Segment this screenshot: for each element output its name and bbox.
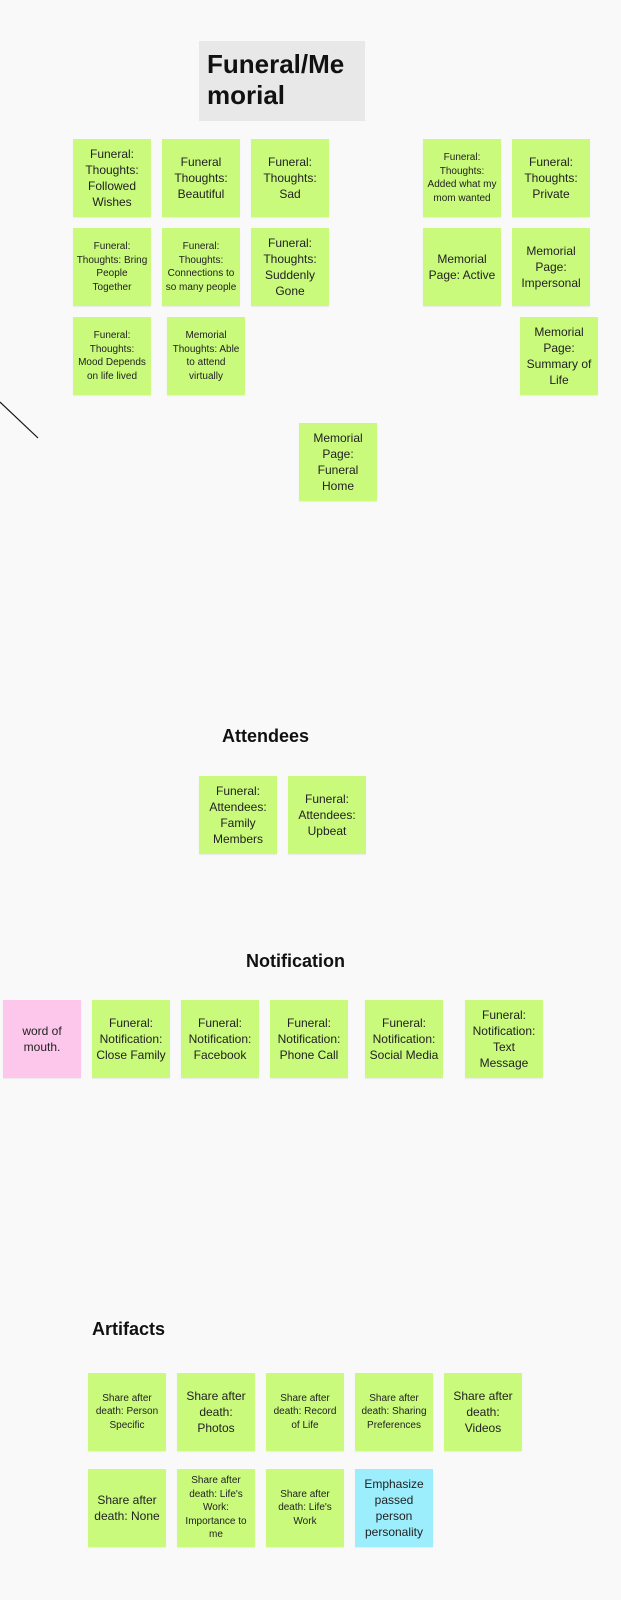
sticky-note[interactable]: Memorial Page: Funeral Home [299, 423, 377, 501]
sticky-note[interactable]: Share after death: Sharing Preferences [355, 1373, 433, 1451]
sticky-note[interactable]: Share after death: Photos [177, 1373, 255, 1451]
section-heading-artifacts[interactable]: Artifacts [92, 1319, 166, 1339]
sticky-note[interactable]: Funeral: Notification: Social Media [365, 1000, 443, 1078]
sticky-note[interactable]: Funeral: Thoughts: Mood Depends on life … [73, 317, 151, 395]
sticky-note[interactable]: Share after death: Life's Work: Importan… [177, 1469, 255, 1547]
sticky-note[interactable]: Share after death: Life's Work [266, 1469, 344, 1547]
sticky-note[interactable]: Share after death: Person Specific [88, 1373, 166, 1451]
sticky-note[interactable]: Funeral Thoughts: Beautiful [162, 139, 240, 217]
sticky-note[interactable]: Funeral: Thoughts: Connections to so man… [162, 228, 240, 306]
sticky-note[interactable]: Funeral: Attendees: Upbeat [288, 776, 366, 854]
sticky-note[interactable]: Funeral: Thoughts: Private [512, 139, 590, 217]
sticky-note[interactable]: Funeral: Notification: Close Family [92, 1000, 170, 1078]
pen-stroke [0, 401, 39, 439]
sticky-note[interactable]: Funeral: Attendees: Family Members [199, 776, 277, 854]
sticky-note[interactable]: Funeral: Notification: Text Message [465, 1000, 543, 1078]
sticky-note[interactable]: Share after death: Videos [444, 1373, 522, 1451]
sticky-note[interactable]: Share after death: Record of Life [266, 1373, 344, 1451]
sticky-note[interactable]: Funeral: Thoughts: Suddenly Gone [251, 228, 329, 306]
sticky-note[interactable]: Emphasize passed person personality [355, 1469, 433, 1547]
sticky-note[interactable]: Funeral: Thoughts: Sad [251, 139, 329, 217]
section-heading-attendees[interactable]: Attendees [222, 726, 310, 746]
sticky-note[interactable]: Memorial Page: Active [423, 228, 501, 306]
section-heading-notification[interactable]: Notification [246, 951, 345, 971]
board-title[interactable]: Funeral/Memorial [199, 41, 365, 121]
sticky-note[interactable]: Memorial Page: Impersonal [512, 228, 590, 306]
sticky-note[interactable]: Share after death: None [88, 1469, 166, 1547]
sticky-note[interactable]: Funeral: Thoughts: Followed Wishes [73, 139, 151, 217]
sticky-note[interactable]: Memorial Page: Summary of Life [520, 317, 598, 395]
sticky-note[interactable]: Funeral: Thoughts: Bring People Together [73, 228, 151, 306]
sticky-note[interactable]: Memorial Thoughts: Able to attend virtua… [167, 317, 245, 395]
sticky-note[interactable]: Funeral: Thoughts: Added what my mom wan… [423, 139, 501, 217]
sticky-note[interactable]: word of mouth. [3, 1000, 81, 1078]
sticky-note[interactable]: Funeral: Notification: Phone Call [270, 1000, 348, 1078]
sticky-note[interactable]: Funeral: Notification: Facebook [181, 1000, 259, 1078]
